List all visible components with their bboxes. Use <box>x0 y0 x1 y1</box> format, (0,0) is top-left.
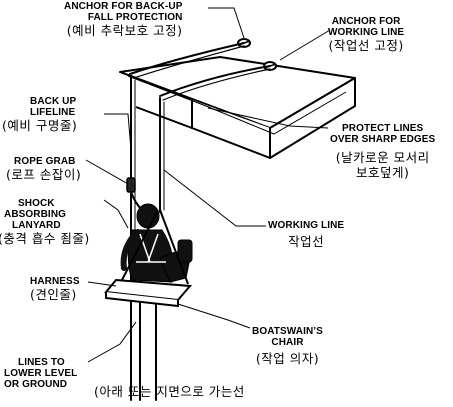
label-anchor-working-en2: WORKING LINE <box>328 27 405 38</box>
worker-boot <box>177 239 193 263</box>
label-shock-lanyard: SHOCK ABSORBING LANYARD (충격 흡수 죔줄) <box>0 198 90 246</box>
label-backup-lifeline: BACK UP LIFELINE (예비 구명줄) <box>2 96 77 133</box>
label-harness: HARNESS (견인줄) <box>30 276 80 302</box>
label-anchor-working-en1: ANCHOR FOR <box>331 16 401 27</box>
label-working-line-ko: 작업선 <box>288 234 325 249</box>
roof-structure <box>119 56 356 159</box>
label-working-line-en1: WORKING LINE <box>268 220 345 231</box>
label-backup-lifeline-en2: LIFELINE <box>30 107 76 118</box>
roof-right-face <box>269 77 356 159</box>
label-rope-grab-ko: (로프 손잡이) <box>6 167 82 182</box>
label-boatswain-chair-en2: CHAIR <box>271 337 304 348</box>
label-anchor-backup: ANCHOR FOR BACK-UP FALL PROTECTION (예비 추… <box>64 1 182 38</box>
label-working-line: WORKING LINE 작업선 <box>268 220 344 249</box>
backup-lifeline-upper <box>129 42 245 75</box>
label-lines-to-lower-en2: LOWER LEVEL <box>4 368 78 379</box>
leader-lines <box>85 7 331 363</box>
boatswain-chair-icon <box>104 209 193 308</box>
label-harness-ko: (견인줄) <box>30 287 77 302</box>
label-protect-lines: PROTECT LINES OVER SHARP EDGES (날카로운 모서리… <box>330 123 435 180</box>
parapet-edge <box>127 75 347 135</box>
label-boatswain-chair-ko: (작업 의자) <box>255 351 320 366</box>
label-lines-to-lower-en3: OR GROUND <box>4 379 68 390</box>
label-backup-lifeline-ko: (예비 구명줄) <box>2 118 78 133</box>
label-shock-lanyard-ko: (충격 흡수 죔줄) <box>0 231 90 246</box>
label-backup-lifeline-en1: BACK UP <box>30 96 77 107</box>
label-shock-lanyard-en2: ABSORBING <box>4 209 67 220</box>
label-shock-lanyard-en3: LANYARD <box>12 220 61 231</box>
label-boatswain-chair: BOATSWAIN’S CHAIR (작업 의자) <box>252 326 323 366</box>
label-boatswain-chair-en1: BOATSWAIN’S <box>252 326 323 337</box>
label-lines-to-lower-ko: (아래 또는 지면으로 가는선 <box>94 384 245 399</box>
label-shock-lanyard-en1: SHOCK <box>18 198 55 209</box>
working-line-upper <box>159 65 271 97</box>
label-rope-grab: ROPE GRAB (로프 손잡이) <box>6 156 81 182</box>
label-protect-lines-en2: OVER SHARP EDGES <box>330 134 436 145</box>
label-protect-lines-en1: PROTECT LINES <box>342 123 424 134</box>
label-anchor-backup-en1: ANCHOR FOR BACK-UP <box>64 1 183 12</box>
harness-straps <box>136 233 166 263</box>
label-anchor-backup-en2: FALL PROTECTION <box>87 12 183 23</box>
label-anchor-working: ANCHOR FOR WORKING LINE (작업선 고정) <box>328 16 404 53</box>
label-protect-lines-ko2: 보호덮게) <box>355 165 410 180</box>
label-harness-en1: HARNESS <box>30 276 80 287</box>
label-lines-to-lower-en1: LINES TO <box>18 357 65 368</box>
label-anchor-working-ko: (작업선 고정) <box>328 38 404 53</box>
label-protect-lines-ko1: (날카로운 모서리 <box>335 150 430 165</box>
label-rope-grab-en1: ROPE GRAB <box>14 156 76 167</box>
backup-lifeline-upper-2 <box>133 45 245 79</box>
working-line-upper-2 <box>162 68 271 101</box>
label-lines-to-lower-korean: (아래 또는 지면으로 가는선 <box>94 384 245 399</box>
label-anchor-backup-ko: (예비 추락보호 고정) <box>66 23 183 38</box>
label-lines-to-lower: LINES TO LOWER LEVEL OR GROUND <box>4 357 77 390</box>
worker-arm <box>120 229 141 271</box>
worker-figure <box>120 203 193 283</box>
